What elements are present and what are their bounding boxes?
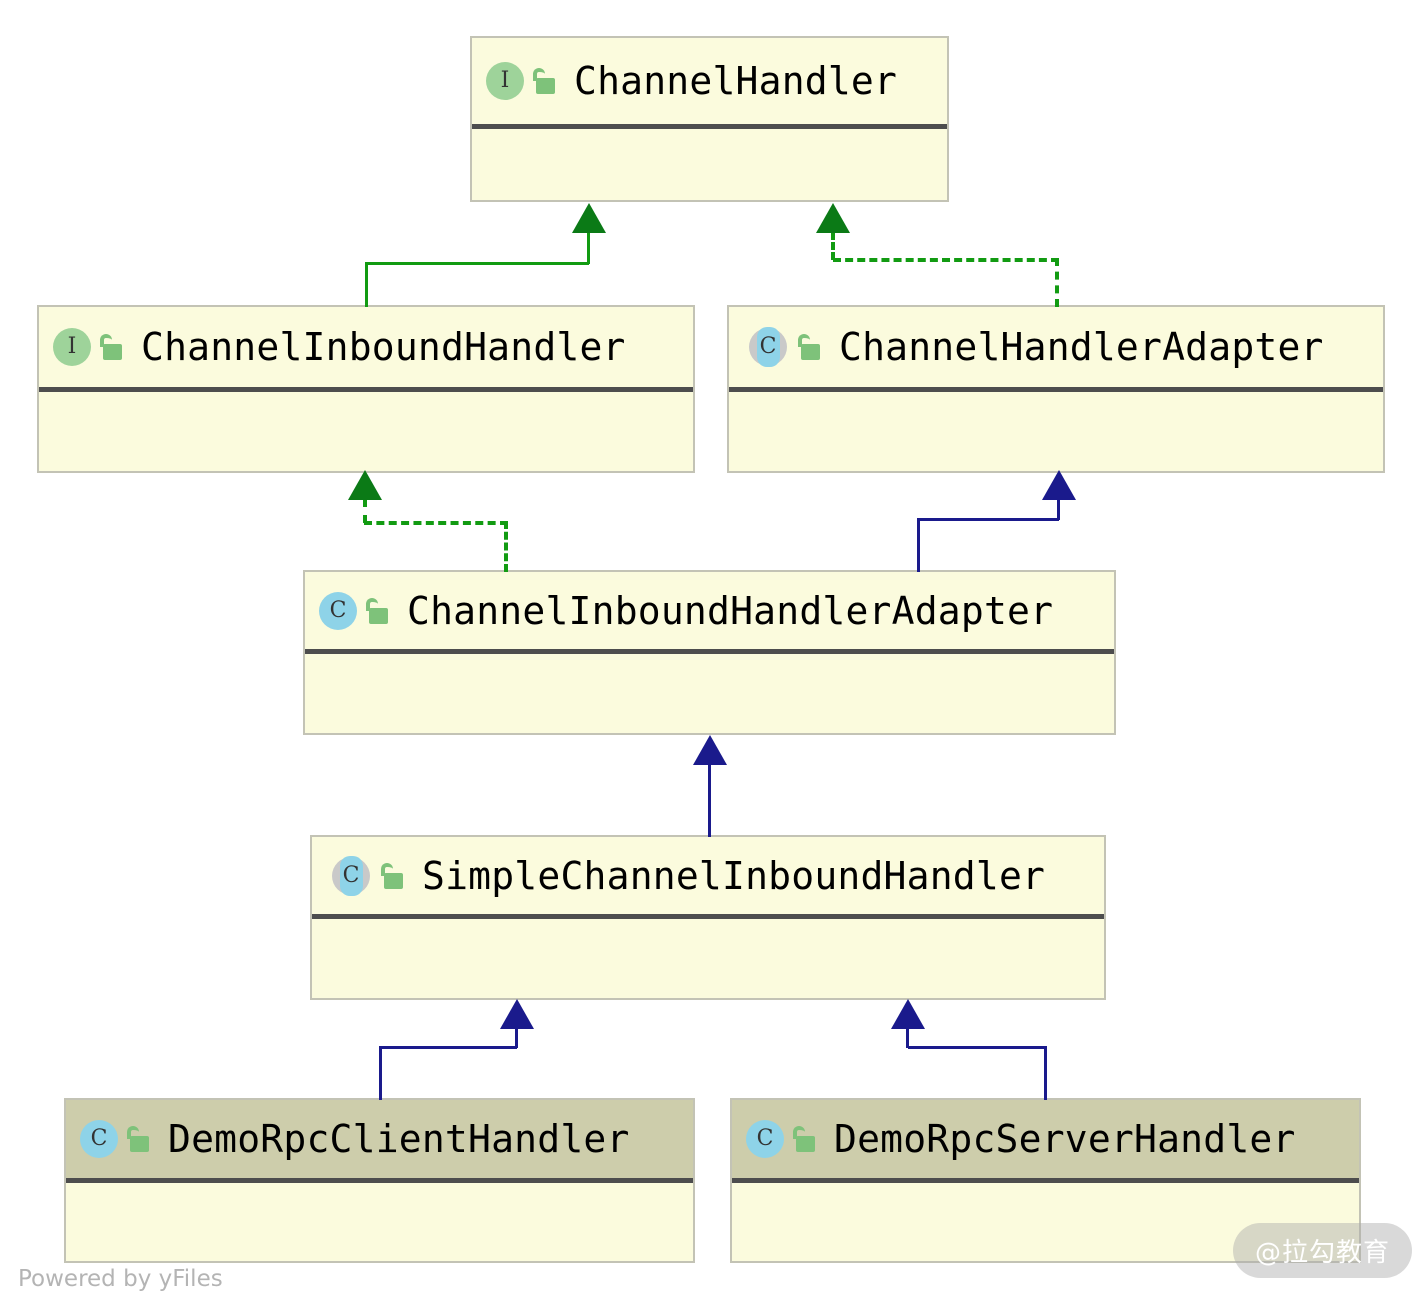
uml-class-name: ChannelInboundHandlerAdapter	[407, 588, 1054, 633]
edge-segment	[364, 521, 508, 525]
uml-class-name: DemoRpcServerHandler	[834, 1117, 1296, 1161]
uml-class-name: ChannelHandlerAdapter	[839, 325, 1324, 369]
edge-segment	[1057, 499, 1060, 520]
edge-segment	[504, 521, 508, 572]
edge-arrowhead	[500, 999, 534, 1029]
edge-segment	[917, 518, 920, 572]
yfiles-credit-label: Powered by yFiles	[18, 1266, 223, 1292]
edge-arrowhead	[1042, 470, 1076, 500]
uml-class-header: C ChannelHandlerAdapter	[729, 307, 1383, 392]
uml-class-members-compartment	[732, 1183, 1359, 1261]
uml-class-members-compartment	[312, 919, 1104, 998]
interface-icon: I	[53, 328, 91, 366]
edge-arrowhead	[816, 203, 850, 233]
uml-class-name: DemoRpcClientHandler	[168, 1117, 630, 1161]
edge-segment	[379, 1046, 382, 1100]
edge-segment	[1055, 258, 1059, 307]
uml-class-name: ChannelInboundHandler	[141, 325, 626, 369]
edge-arrowhead	[348, 470, 382, 500]
open-padlock-icon	[97, 332, 123, 362]
edge-segment	[365, 262, 368, 307]
edge-segment	[1044, 1046, 1047, 1100]
edge-arrowhead	[572, 203, 606, 233]
uml-class-channel-inbound-handler[interactable]: I ChannelInboundHandler	[37, 305, 695, 473]
edge-segment	[908, 1046, 1047, 1049]
uml-class-channel-handler-adapter[interactable]: C ChannelHandlerAdapter	[727, 305, 1385, 473]
open-padlock-icon	[795, 332, 821, 362]
edge-segment	[906, 1028, 909, 1048]
class-icon: C	[80, 1120, 118, 1158]
abstract-class-icon: C	[743, 327, 793, 367]
edge-segment	[708, 764, 711, 837]
open-padlock-icon	[378, 861, 404, 891]
uml-class-header: C ChannelInboundHandlerAdapter	[305, 572, 1114, 654]
abstract-class-icon: C	[326, 855, 376, 896]
uml-class-members-compartment	[305, 654, 1114, 733]
edge-arrowhead	[891, 999, 925, 1029]
uml-class-demo-rpc-server-handler[interactable]: C DemoRpcServerHandler	[730, 1098, 1361, 1263]
uml-class-members-compartment	[472, 129, 947, 200]
uml-class-name: ChannelHandler	[574, 59, 898, 103]
uml-class-members-compartment	[39, 392, 693, 471]
open-padlock-icon	[124, 1124, 150, 1154]
uml-class-header: C SimpleChannelInboundHandler	[312, 837, 1104, 919]
uml-class-header: I ChannelInboundHandler	[39, 307, 693, 392]
edge-segment	[363, 499, 367, 523]
interface-icon: I	[486, 62, 524, 100]
edge-segment	[365, 262, 589, 265]
class-icon: C	[319, 591, 357, 630]
open-padlock-icon	[790, 1124, 816, 1154]
watermark-label: @拉勾教育	[1232, 1223, 1412, 1278]
edge-segment	[515, 1028, 518, 1048]
edge-segment	[831, 232, 835, 260]
class-icon: C	[746, 1120, 784, 1158]
open-padlock-icon	[530, 66, 556, 96]
uml-class-channel-inbound-handler-adapter[interactable]: C ChannelInboundHandlerAdapter	[303, 570, 1116, 735]
edge-segment	[379, 1046, 517, 1049]
edge-arrowhead	[693, 735, 727, 765]
uml-class-channel-handler[interactable]: I ChannelHandler	[470, 36, 949, 202]
open-padlock-icon	[363, 596, 389, 626]
uml-class-header: I ChannelHandler	[472, 38, 947, 129]
uml-class-simple-channel-inbound-handler[interactable]: C SimpleChannelInboundHandler	[310, 835, 1106, 1000]
uml-class-header: C DemoRpcServerHandler	[732, 1100, 1359, 1183]
edge-segment	[587, 232, 590, 264]
uml-class-demo-rpc-client-handler[interactable]: C DemoRpcClientHandler	[64, 1098, 695, 1263]
edge-segment	[833, 258, 1059, 262]
uml-class-name: SimpleChannelInboundHandler	[422, 853, 1046, 898]
uml-class-members-compartment	[66, 1183, 693, 1261]
edge-segment	[917, 518, 1059, 521]
uml-class-members-compartment	[729, 392, 1383, 471]
uml-class-header: C DemoRpcClientHandler	[66, 1100, 693, 1183]
